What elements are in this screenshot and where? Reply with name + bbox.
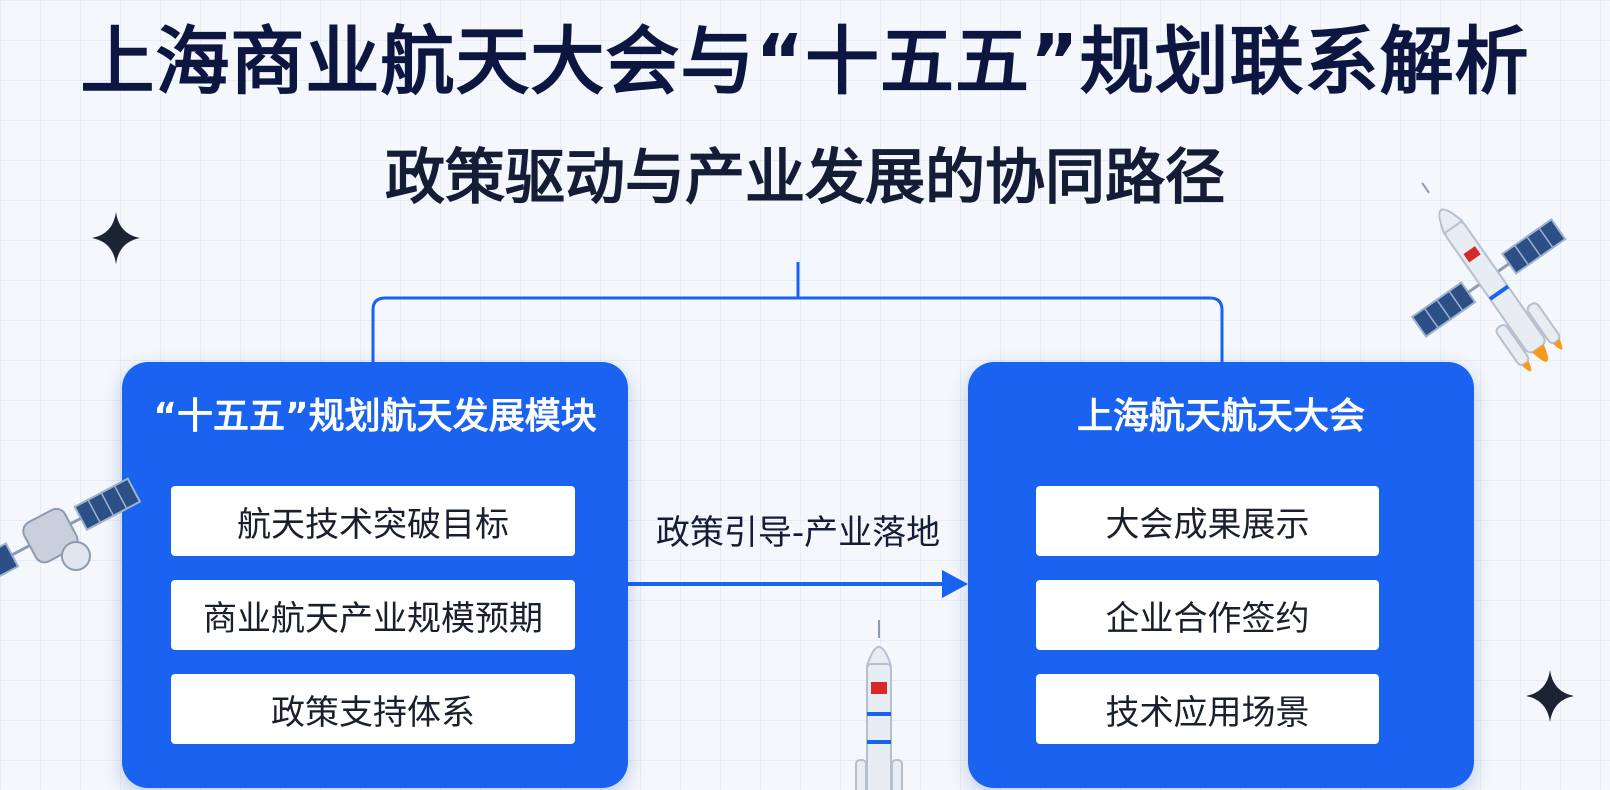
rocket-icon xyxy=(855,620,903,790)
planning-item: 商业航天产业规模预期 xyxy=(171,580,575,650)
sparkle-icon xyxy=(92,212,140,264)
page-subtitle: 政策驱动与产业发展的协同路径 xyxy=(385,143,1225,213)
conference-item: 企业合作签约 xyxy=(1036,580,1379,650)
conference-item: 大会成果展示 xyxy=(1036,486,1379,556)
conference-item: 技术应用场景 xyxy=(1036,674,1379,744)
sparkle-icon xyxy=(1526,670,1574,722)
rocket-icon xyxy=(1410,182,1567,372)
conference-panel-title: 上海航天航天大会 xyxy=(1076,396,1365,437)
connector-label: 政策引导-产业落地 xyxy=(655,513,941,553)
top-bracket-line xyxy=(371,262,1224,362)
page-title: 上海商业航天大会与“十五五”规划联系解析 xyxy=(80,19,1530,105)
planning-item: 政策支持体系 xyxy=(171,674,575,744)
satellite-icon xyxy=(0,477,142,587)
flow-arrow-head xyxy=(942,570,968,598)
planning-item: 航天技术突破目标 xyxy=(171,486,575,556)
conference-panel: 上海航天航天大会 大会成果展示 企业合作签约 技术应用场景 xyxy=(968,362,1474,788)
planning-panel-title: “十五五”规划航天发展模块 xyxy=(153,396,597,437)
planning-panel: “十五五”规划航天发展模块 航天技术突破目标 商业航天产业规模预期 政策支持体系 xyxy=(122,362,628,788)
